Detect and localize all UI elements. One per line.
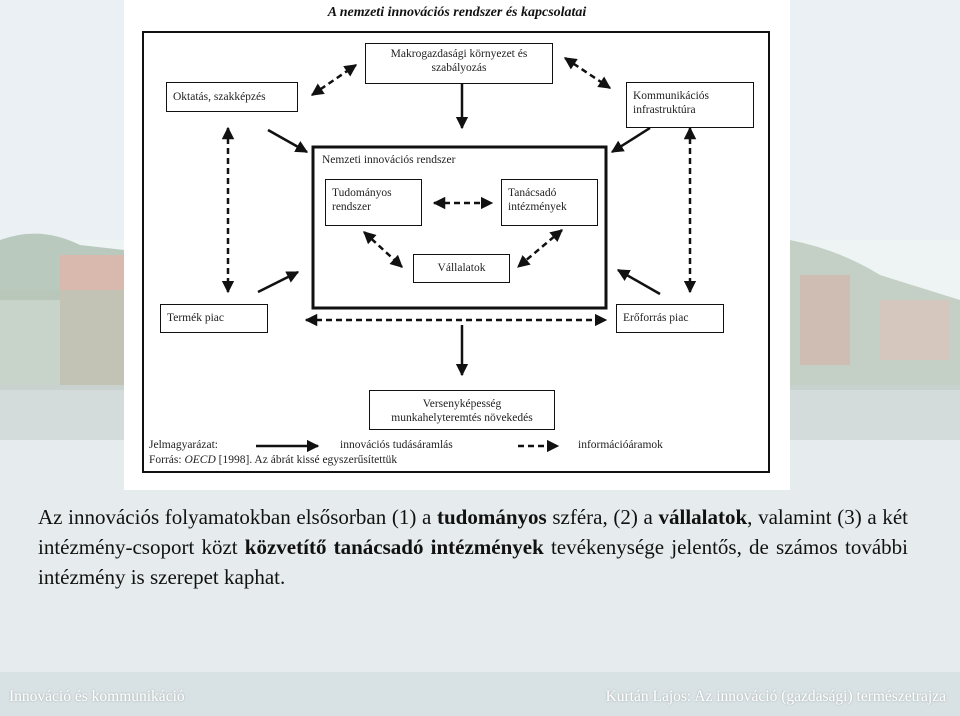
arrow-advisory-companies <box>518 230 562 267</box>
box-competitiveness-line2: munkahelyteremtés növekedés <box>376 411 548 425</box>
box-advisory-line2: intézmények <box>508 200 591 214</box>
box-competitiveness: Versenyképesség munkahelyteremtés növeke… <box>369 390 555 430</box>
box-science-line1: Tudományos <box>332 186 415 200</box>
box-product-market: Termék piac <box>160 304 268 333</box>
legend-source-rest: [1998]. Az ábrát kissé egyszerűsítettük <box>216 454 397 466</box>
legend-source: Forrás: OECD [1998]. Az ábrát kissé egys… <box>149 454 397 466</box>
legend-source-prefix: Forrás: <box>149 454 184 466</box>
arrow-comm-nis <box>612 128 650 152</box>
box-communication: Kommunikációs infrastruktúra <box>626 82 754 128</box>
nis-label: Nemzeti innovációs rendszer <box>322 154 455 166</box>
box-product-market-label: Termék piac <box>167 312 224 324</box>
para-bold-companies: vállalatok <box>658 505 747 529</box>
box-competitiveness-line1: Versenyképesség <box>376 397 548 411</box>
box-macro-environment: Makrogazdasági környezet és szabályozás <box>365 43 553 84</box>
arrow-macro-comm <box>565 58 610 88</box>
box-communication-line1: Kommunikációs <box>633 89 747 103</box>
nis-frame <box>313 147 606 308</box>
box-resource-market: Erőforrás piac <box>616 304 724 333</box>
para-part2: szféra, (2) a <box>547 505 659 529</box>
arrow-edu-macro <box>312 65 356 95</box>
box-communication-line2: infrastruktúra <box>633 103 747 117</box>
para-bold-science: tudományos <box>437 505 547 529</box>
box-companies: Vállalatok <box>413 254 510 283</box>
box-macro-line2: szabályozás <box>372 61 546 75</box>
legend-dashed-label: információáramok <box>578 439 663 451</box>
box-macro-line1: Makrogazdasági környezet és <box>372 47 546 61</box>
footer-right: Kurtán Lajos: Az innováció (gazdasági) t… <box>606 688 946 706</box>
arrow-edu-nis <box>268 130 307 152</box>
box-science: Tudományos rendszer <box>325 179 422 226</box>
arrow-science-companies <box>364 232 402 267</box>
footer-left: Innováció és kommunikáció <box>9 688 185 706</box>
box-resource-market-label: Erőforrás piac <box>623 312 688 324</box>
para-part1: Az innovációs folyamatokban elsősorban (… <box>38 505 437 529</box>
box-science-line2: rendszer <box>332 200 415 214</box>
legend-source-italic: OECD <box>184 454 215 466</box>
box-education: Oktatás, szakképzés <box>166 82 298 112</box>
legend-solid-label: innovációs tudásáramlás <box>340 439 453 451</box>
legend-label: Jelmagyarázat: <box>149 439 218 451</box>
box-advisory: Tanácsadó intézmények <box>501 179 598 226</box>
box-companies-label: Vállalatok <box>438 262 486 274</box>
body-paragraph: Az innovációs folyamatokban elsősorban (… <box>38 502 908 592</box>
arrow-resource-nis <box>618 270 660 294</box>
box-education-label: Oktatás, szakképzés <box>173 91 266 103</box>
box-advisory-line1: Tanácsadó <box>508 186 591 200</box>
para-bold-advisory: közvetítő tanácsadó intézmények <box>245 535 544 559</box>
arrow-product-nis <box>258 272 298 292</box>
